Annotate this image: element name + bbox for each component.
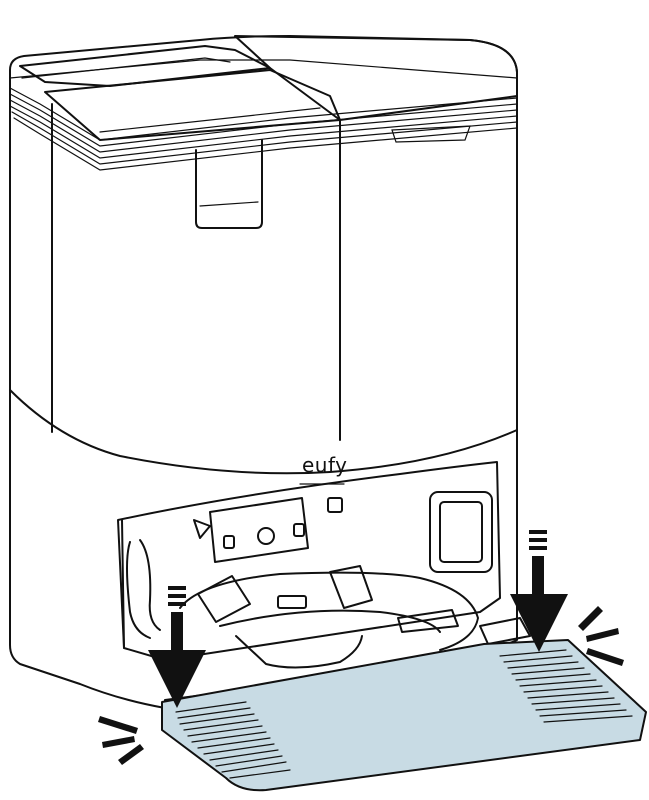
station-body: eufy [10,36,517,708]
ramp-plate [162,640,646,790]
click-mark-left [98,716,144,765]
left-press-arrow [148,586,206,708]
right-press-arrow [510,530,568,652]
brand-logo: eufy [302,453,348,477]
